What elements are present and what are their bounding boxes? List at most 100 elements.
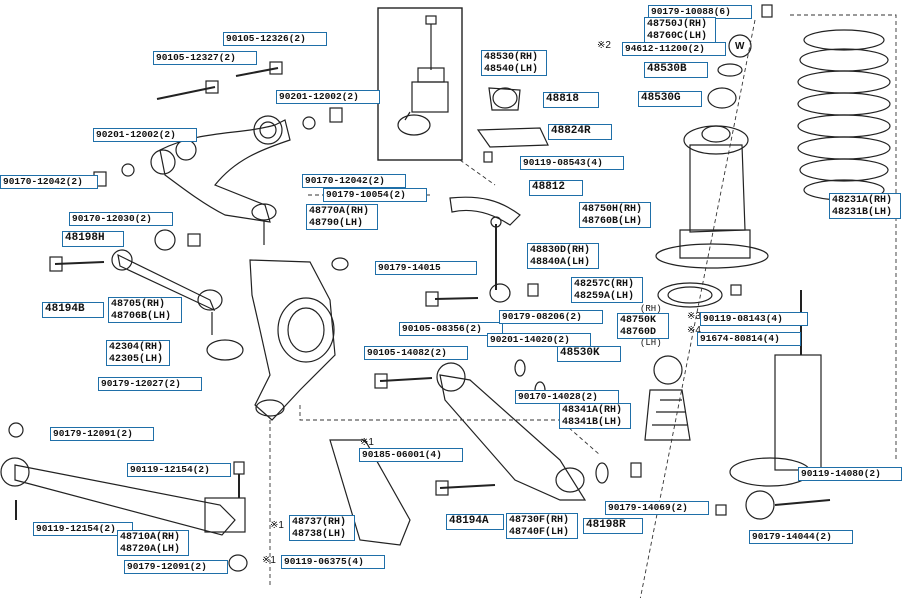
part-label-48705: 48705(RH) [111,299,166,310]
part-label-94612-11200[interactable]: 94612-11200(2) [622,42,726,56]
toe-control-link [49,229,223,335]
coil-spring [797,29,891,201]
part-label-90105-14082[interactable]: 90105-14082(2) [364,346,468,360]
part-label-48705-48706b[interactable]: 48705(RH) 48706B(LH) [108,297,182,323]
part-label-90119-14080[interactable]: 90119-14080(2) [798,467,902,481]
part-label-90170-12042-left[interactable]: 90170-12042(2) [0,175,98,189]
upper-control-arm [150,115,291,245]
note-mark1-c: ※1 [262,555,276,566]
part-label-90119-08143[interactable]: 90119-08143(4) [700,312,808,326]
part-label-48530g[interactable]: 48530G [638,91,702,107]
part-label-90201-14020[interactable]: 90201-14020(2) [487,333,591,347]
part-label-90179-10054[interactable]: 90179-10054(2) [323,188,427,202]
part-label-48750j-48760c[interactable]: 48750J(RH) 48760C(LH) [644,17,716,43]
part-label-42305: 42305(LH) [109,353,164,365]
part-label-90201-12002-left[interactable]: 90201-12002(2) [93,128,197,142]
part-label-48830d: 48830D(RH) [530,245,591,256]
part-label-48770a: 48770A(RH) [309,206,370,217]
note-mark1-a: ※1 [360,437,374,448]
part-label-48706b: 48706B(LH) [111,310,172,322]
part-label-48341a-48341b[interactable]: 48341A(RH) 48341B(LH) [559,403,631,429]
part-label-90185-06001[interactable]: 90185-06001(4) [359,448,463,462]
part-label-48257c-48259a[interactable]: 48257C(RH) 48259A(LH) [571,277,643,303]
part-label-48530k[interactable]: 48530K [557,346,621,362]
part-label-48737-48738[interactable]: 48737(RH) 48738(LH) [289,515,355,541]
note-mark3: ※3 [687,311,701,322]
part-label-48750k: 48750K [620,315,657,326]
part-label-42304: 42304(RH) [109,342,164,353]
part-label-48341a: 48341A(RH) [562,405,623,416]
part-label-48738: 48738(LH) [292,528,347,540]
part-label-48750k-48760d[interactable]: 48750K 48760D [617,313,669,339]
part-label-48750h: 48750H(RH) [582,204,643,215]
part-label-48194b[interactable]: 48194B [42,302,104,318]
part-label-90179-14044[interactable]: 90179-14044(2) [749,530,853,544]
part-label-91674-80814[interactable]: 91674-80814(4) [697,332,801,346]
part-label-48231a-48231b[interactable]: 48231A(RH) 48231B(LH) [829,193,901,219]
washer-w-mark: W [735,41,745,52]
part-label-48818[interactable]: 48818 [543,92,599,108]
part-label-48730f: 48730F(RH) [509,515,570,526]
part-label-90119-12154-lower[interactable]: 90119-12154(2) [33,522,133,536]
part-label-48750j: 48750J(RH) [647,19,708,30]
part-label-48737: 48737(RH) [292,517,347,528]
part-label-48710a-48720a[interactable]: 48710A(RH) 48720A(LH) [117,530,189,556]
part-label-48710a: 48710A(RH) [120,532,181,543]
part-label-48750h-48760b[interactable]: 48750H(RH) 48760B(LH) [579,202,651,228]
part-label-48790: 48790(LH) [309,217,364,229]
part-label-90179-14069[interactable]: 90179-14069(2) [605,501,709,515]
side-tag-rh: (RH) [640,304,662,314]
part-label-42304-42305[interactable]: 42304(RH) 42305(LH) [106,340,170,366]
part-label-90179-12027[interactable]: 90179-12027(2) [98,377,202,391]
part-label-90119-08543[interactable]: 90119-08543(4) [520,156,624,170]
lower-control-arm [374,359,642,501]
part-label-90105-08356[interactable]: 90105-08356(2) [399,322,503,336]
part-label-48740f: 48740F(LH) [509,526,570,538]
part-label-48760d: 48760D [620,326,657,338]
part-label-48730f-48740f[interactable]: 48730F(RH) 48740F(LH) [506,513,578,539]
part-label-48231b: 48231B(LH) [832,206,893,218]
part-label-48720a: 48720A(LH) [120,543,181,555]
note-mark4: ※4 [687,325,701,336]
part-label-90105-12327[interactable]: 90105-12327(2) [153,51,257,65]
part-label-90119-12154-upper[interactable]: 90119-12154(2) [127,463,231,477]
part-label-48231a: 48231A(RH) [832,195,893,206]
part-label-90179-14015[interactable]: 90179-14015 [375,261,477,275]
part-label-48259a: 48259A(LH) [574,290,635,302]
part-label-90179-12091-upper[interactable]: 90179-12091(2) [50,427,154,441]
bump-stop-boot [644,355,691,441]
lower-lateral-arm [0,422,248,572]
part-label-48540: 48540(LH) [484,63,539,75]
part-label-90170-12030[interactable]: 90170-12030(2) [69,212,173,226]
part-label-48530b[interactable]: 48530B [644,62,708,78]
part-label-48760c: 48760C(LH) [647,30,708,42]
stabilizer-link [331,87,549,307]
part-label-90179-12091-lower[interactable]: 90179-12091(2) [124,560,228,574]
part-label-90170-14028[interactable]: 90170-14028(2) [515,390,619,404]
part-label-48824r[interactable]: 48824R [548,124,612,140]
part-label-48198h[interactable]: 48198H [62,231,124,247]
note-mark2-top: ※2 [597,40,611,51]
part-label-48830d-48840a[interactable]: 48830D(RH) 48840A(LH) [527,243,599,269]
note-mark1-b: ※1 [270,520,284,531]
part-label-48530-48540[interactable]: 48530(RH) 48540(LH) [481,50,547,76]
part-label-48530: 48530(RH) [484,52,539,63]
steering-knuckle [206,259,336,421]
part-label-48812[interactable]: 48812 [529,180,583,196]
lower-cover [329,439,411,546]
air-spring [655,4,773,308]
part-label-90119-06375[interactable]: 90119-06375(4) [281,555,385,569]
part-label-90201-12002-upper[interactable]: 90201-12002(2) [276,90,380,104]
part-label-48770a-48790[interactable]: 48770A(RH) 48790(LH) [306,204,378,230]
part-label-48840a: 48840A(LH) [530,256,591,268]
part-label-48194a[interactable]: 48194A [446,514,504,530]
part-label-48760b: 48760B(LH) [582,215,643,227]
side-tag-lh: (LH) [640,338,662,348]
upper-bolts [93,61,343,187]
part-label-90179-08206[interactable]: 90179-08206(2) [499,310,603,324]
part-label-48198r[interactable]: 48198R [583,518,643,534]
part-label-48341b: 48341B(LH) [562,416,623,428]
part-label-90170-12042-mid[interactable]: 90170-12042(2) [302,174,406,188]
part-label-90105-12326[interactable]: 90105-12326(2) [223,32,327,46]
